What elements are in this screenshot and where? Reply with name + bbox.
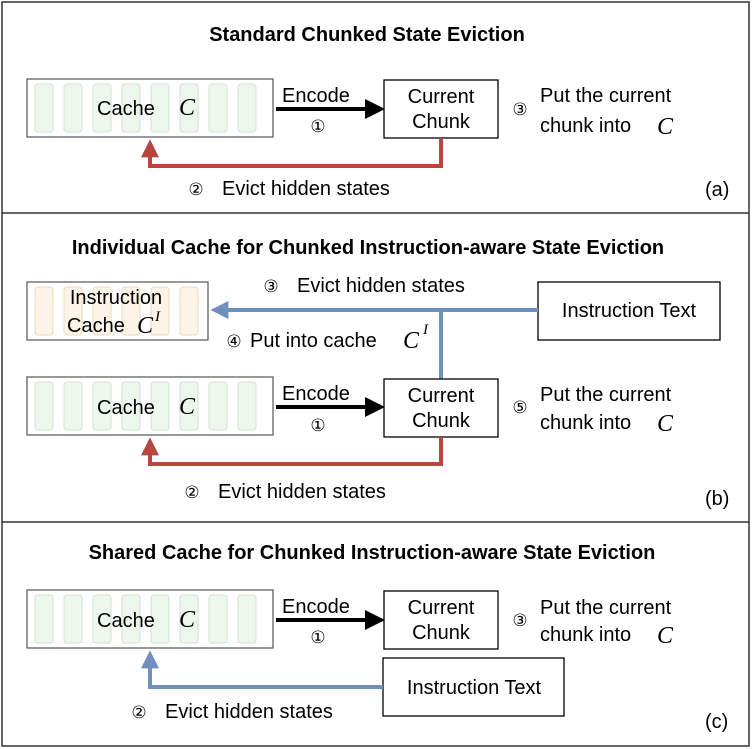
evict-step: ②: [131, 703, 146, 723]
panel-tag: (c): [705, 711, 728, 733]
instruction-text-box: Instruction Text: [537, 281, 721, 341]
evict-arrow: [141, 138, 443, 168]
encode-step: ①: [310, 416, 325, 436]
put-line1: Put the current: [540, 384, 672, 406]
panel-b: Individual Cache for Chunked Instruction…: [26, 237, 729, 510]
evict-arrow: [141, 437, 443, 466]
cache-slots: [34, 594, 257, 644]
panel-c-title: Shared Cache for Chunked Instruction-awa…: [89, 542, 656, 564]
put-line2: chunk into: [540, 412, 631, 434]
svg-text:Current: Current: [408, 86, 475, 108]
put-step: ③: [512, 611, 527, 631]
panel-a: Standard Chunked State Eviction Cache C …: [26, 24, 729, 201]
svg-text:C: C: [179, 607, 196, 633]
instruction-cache-slots: [34, 286, 199, 336]
evict-label: Evict hidden states: [165, 701, 333, 723]
evict-label: Evict hidden states: [222, 178, 390, 200]
instruction-text-box: Instruction Text: [382, 657, 565, 717]
svg-text:Instruction Text: Instruction Text: [407, 677, 542, 699]
cache-slots: [34, 381, 257, 431]
svg-text:Cache: Cache: [67, 315, 125, 337]
encode-label: Encode: [282, 85, 350, 107]
current-chunk-box: Current Chunk: [383, 378, 499, 438]
instruction-evict-step: ③: [263, 277, 278, 297]
panel-b-title: Individual Cache for Chunked Instruction…: [72, 237, 664, 259]
encode-step: ①: [310, 628, 325, 648]
svg-text:Chunk: Chunk: [412, 410, 471, 432]
panel-a-title: Standard Chunked State Eviction: [209, 24, 525, 46]
svg-text:Instruction Text: Instruction Text: [562, 300, 697, 322]
put-var: C: [657, 411, 674, 437]
svg-text:C: C: [179, 394, 196, 420]
put-into-cache-sup: I: [422, 322, 429, 338]
put-line1: Put the current: [540, 597, 672, 619]
put-var: C: [657, 623, 674, 649]
current-chunk-box: Current Chunk: [383, 79, 499, 139]
encode-label: Encode: [282, 383, 350, 405]
panel-tag: (a): [705, 179, 729, 201]
svg-text:I: I: [154, 309, 161, 325]
put-line2: chunk into: [540, 115, 631, 137]
instruction-evict-arrow: [141, 650, 383, 689]
panel-b-cache: Cache C: [26, 376, 274, 436]
svg-text:Instruction: Instruction: [70, 287, 162, 309]
cache-var: C: [179, 95, 196, 121]
cache-label: Cache: [97, 98, 155, 120]
instruction-cache: Instruction Cache C I: [26, 281, 209, 341]
put-into-cache-step: ④: [226, 332, 241, 352]
svg-text:Current: Current: [408, 385, 475, 407]
panel-c-cache: Cache C: [26, 589, 274, 649]
instruction-evict-label: Evict hidden states: [297, 275, 465, 297]
put-step: ③: [512, 100, 527, 120]
evict-label: Evict hidden states: [218, 481, 386, 503]
evict-step: ②: [184, 483, 199, 503]
svg-text:Cache: Cache: [97, 397, 155, 419]
current-chunk-box: Current Chunk: [383, 590, 499, 650]
put-var: C: [657, 114, 674, 140]
svg-text:Chunk: Chunk: [412, 111, 471, 133]
cache-slots: [34, 83, 257, 133]
put-line1: Put the current: [540, 85, 672, 107]
svg-text:Cache: Cache: [97, 610, 155, 632]
put-step: ⑤: [512, 398, 527, 418]
panel-c: Shared Cache for Chunked Instruction-awa…: [26, 542, 728, 733]
svg-text:C: C: [137, 313, 154, 339]
put-into-cache-label: Put into cache: [250, 330, 377, 352]
svg-text:Current: Current: [408, 597, 475, 619]
panel-tag: (b): [705, 488, 729, 510]
encode-step: ①: [310, 117, 325, 137]
encode-label: Encode: [282, 596, 350, 618]
put-line2: chunk into: [540, 624, 631, 646]
put-into-cache-var: C: [403, 328, 420, 354]
panel-a-cache: Cache C: [26, 78, 274, 138]
svg-text:Chunk: Chunk: [412, 622, 471, 644]
evict-step: ②: [188, 180, 203, 200]
